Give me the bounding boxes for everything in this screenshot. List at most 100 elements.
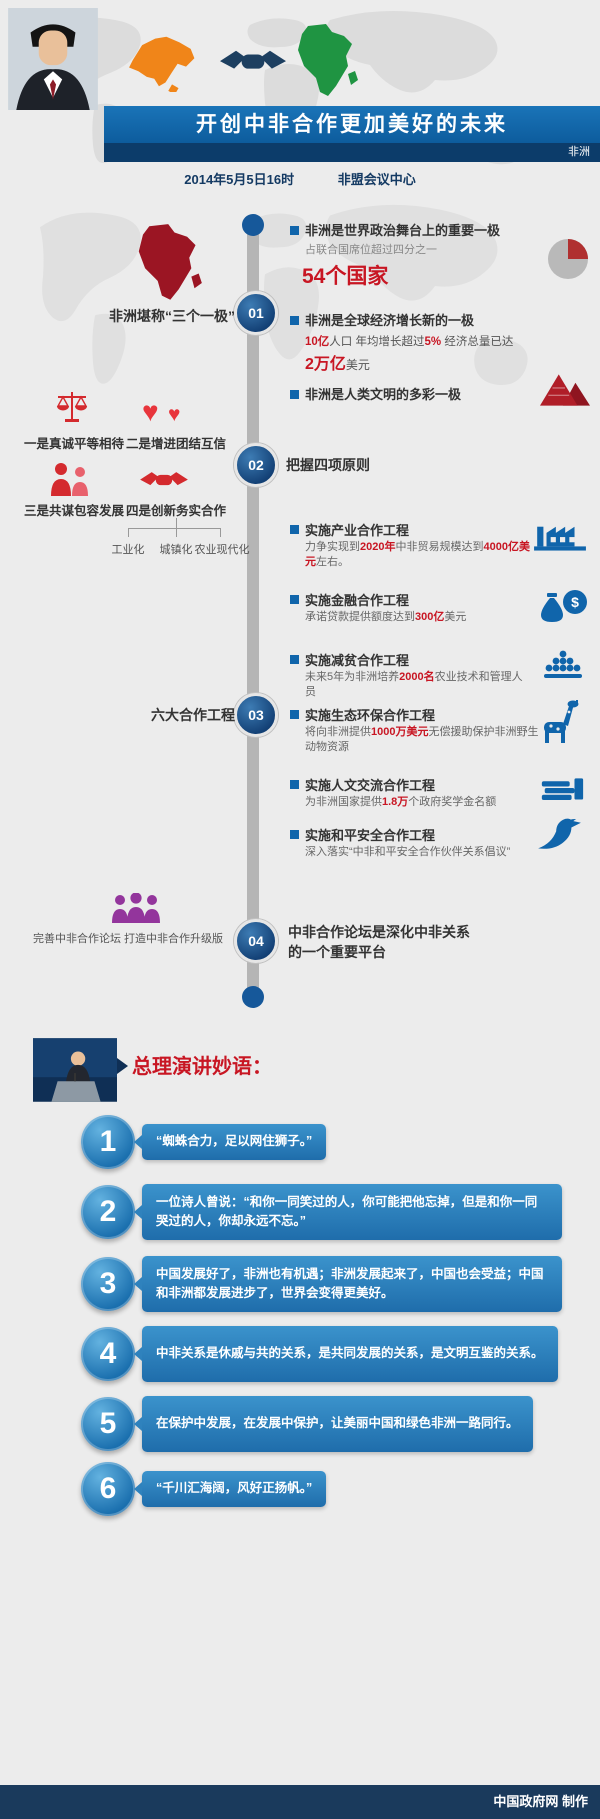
section1-economy-line2: 2万亿美元 — [305, 356, 370, 373]
project-desc: 为非洲国家提供1.8万个政府奖学金名额 — [305, 796, 497, 808]
quote-text: 中国发展好了，非洲也有机遇；非洲发展起来了，中国也会受益；中国和非洲都发展进步了… — [156, 1266, 544, 1300]
project-title: 实施生态环保合作工程 — [305, 708, 436, 723]
sub-item-agri-modernization: 农业现代化 — [194, 544, 250, 556]
bullet-square — [290, 390, 299, 399]
timeline-node-02: 02 — [234, 443, 278, 487]
quote-number-badge: 4 — [81, 1327, 135, 1381]
africa-map-dark-icon — [138, 224, 202, 300]
quote-text: “千川汇海阔，风好正扬帆。” — [156, 1481, 313, 1496]
project-title: 实施减贫合作工程 — [305, 653, 410, 668]
quote-number-badge: 5 — [81, 1397, 135, 1451]
timeline-end-cap — [242, 986, 264, 1008]
quote-bar: 中非关系是休戚与共的关系，是共同发展的关系，是文明互鉴的关系。 — [134, 1326, 558, 1382]
china-map-icon — [129, 36, 195, 92]
project-desc: 承诺贷款提供额度达到300亿美元 — [305, 611, 467, 623]
timeline-node-04: 04 — [234, 919, 278, 963]
section3-label: 六大合作工程 — [151, 707, 235, 723]
principle-2: 二是增进团结互信 — [126, 437, 227, 451]
banner-tag: 非洲 — [104, 143, 600, 162]
tree-connector — [176, 518, 177, 528]
handshake-red-icon — [140, 472, 188, 486]
timeline-bar — [247, 224, 259, 1000]
quote-text: 在保护中发展，在发展中保护，让美丽中国和绿色非洲一路同行。 — [156, 1416, 519, 1431]
principle-3: 三是共谋包容发展 — [24, 504, 125, 518]
quote-number-badge: 3 — [81, 1257, 135, 1311]
tree-connector — [176, 528, 177, 537]
culture-icon — [541, 778, 584, 800]
project-title: 实施人文交流合作工程 — [305, 778, 436, 793]
bullet-square — [290, 226, 299, 235]
event-venue: 非盟会议中心 — [337, 172, 416, 187]
bullet-square — [290, 780, 299, 789]
svg-text:$: $ — [571, 594, 579, 610]
eco-icon — [544, 700, 579, 743]
bullet-square — [290, 710, 299, 719]
bullet-square — [290, 316, 299, 325]
tree-connector — [128, 528, 129, 537]
quote-number-badge: 2 — [81, 1185, 135, 1239]
industry-icon — [534, 526, 586, 551]
timeline-node-03: 03 — [234, 693, 278, 737]
event-datetime: 2014年5月5日16时 — [184, 172, 295, 187]
people-pair-icon — [51, 463, 88, 496]
project-desc: 将向非洲提供1000万美元无偿援助保护非洲野生动物资源 — [305, 726, 539, 753]
page-title: 开创中非合作更加美好的未来 — [104, 106, 600, 143]
quote-text: “蜘蛛合力，足以网住狮子。” — [156, 1134, 313, 1149]
section2-label: 把握四项原则 — [286, 457, 370, 473]
peace-icon — [538, 818, 581, 849]
pie-chart-icon — [548, 239, 588, 279]
section1-economy-line1: 10亿人口 年均增长超过5% 经济总量已达 — [305, 336, 514, 348]
tree-connector — [220, 528, 221, 537]
section4-text-line2: 的一个重要平台 — [288, 944, 386, 960]
handshake-icon — [220, 50, 286, 69]
scales-icon — [56, 392, 88, 422]
quote-text: 中非关系是休戚与共的关系，是共同发展的关系，是文明互鉴的关系。 — [156, 1346, 544, 1361]
pyramid-icon — [540, 374, 590, 406]
principle-1: 一是真诚平等相待 — [24, 437, 125, 451]
bullet-square — [290, 525, 299, 534]
quotes-heading: 总理演讲妙语： — [132, 1056, 272, 1078]
project-desc: 未来5年为非洲培养2000名农业技术和管理人员 — [305, 671, 523, 698]
quote-bar: 中国发展好了，非洲也有机遇；非洲发展起来了，中国也会受益；中国和非洲都发展进步了… — [134, 1256, 562, 1312]
heart-icon: ♥ — [168, 403, 181, 426]
principle-4: 四是创新务实合作 — [126, 504, 227, 518]
section1-big-number: 54个国家 — [302, 265, 389, 288]
speech-bubble-tail — [117, 1058, 128, 1074]
finance-icon: $ — [541, 590, 587, 622]
quote-bar: “千川汇海阔，风好正扬帆。” — [133, 1471, 327, 1507]
section4-note: 完善中非合作论坛 打造中非合作升级版 — [33, 933, 224, 945]
quote-number-badge: 1 — [81, 1115, 135, 1169]
footer-credit: 中国政府网 制作 — [0, 1785, 600, 1819]
timeline-node-01: 01 — [234, 291, 278, 335]
project-title: 实施金融合作工程 — [305, 593, 410, 608]
project-desc: 力争实现到2020年中非贸易规模达到4000亿美元左右。 — [305, 541, 530, 568]
quote-text: 一位诗人曾说：“和你一同笑过的人，你可能把他忘掉，但是和你一同哭过的人，你却永远… — [156, 1194, 538, 1228]
world-map-watermark-mid — [40, 204, 528, 385]
heart-icon: ♥ — [142, 396, 159, 427]
section4-text-line1: 中非合作论坛是深化中非关系 — [288, 924, 470, 940]
project-title: 实施产业合作工程 — [305, 523, 410, 538]
forum-people-icon — [112, 893, 160, 923]
tree-connector — [128, 528, 221, 529]
project-title: 实施和平安全合作工程 — [305, 828, 436, 843]
bullet-square — [290, 830, 299, 839]
timeline-start-cap — [242, 214, 264, 236]
premier-speech-photo — [33, 1038, 117, 1102]
section1-bullet1-title: 非洲是世界政治舞台上的重要一极 — [305, 223, 501, 238]
bullet-square — [290, 655, 299, 664]
quote-bar: 一位诗人曾说：“和你一同笑过的人，你可能把他忘掉，但是和你一同哭过的人，你却永远… — [134, 1184, 562, 1240]
project-desc: 深入落实“中非和平安全合作伙伴关系倡议” — [305, 846, 511, 858]
event-dateline: 2014年5月5日16时 非盟会议中心 — [0, 169, 600, 188]
bullet-square — [290, 595, 299, 604]
africa-map-icon — [298, 24, 358, 96]
quote-number-badge: 6 — [81, 1462, 135, 1516]
section1-bullet3-title: 非洲是人类文明的多彩一极 — [305, 387, 462, 402]
quote-bar: 在保护中发展，在发展中保护，让美丽中国和绿色非洲一路同行。 — [134, 1396, 533, 1452]
quote-bar: “蜘蛛合力，足以网住狮子。” — [133, 1124, 327, 1160]
sub-item-urbanization: 城镇化 — [159, 544, 193, 556]
poverty-icon — [544, 650, 582, 678]
section1-label: 非洲堪称“三个一极” — [109, 308, 235, 324]
sub-item-industrialization: 工业化 — [111, 544, 145, 556]
section1-bullet1-sub: 占联合国席位超过四分之一 — [305, 244, 437, 256]
